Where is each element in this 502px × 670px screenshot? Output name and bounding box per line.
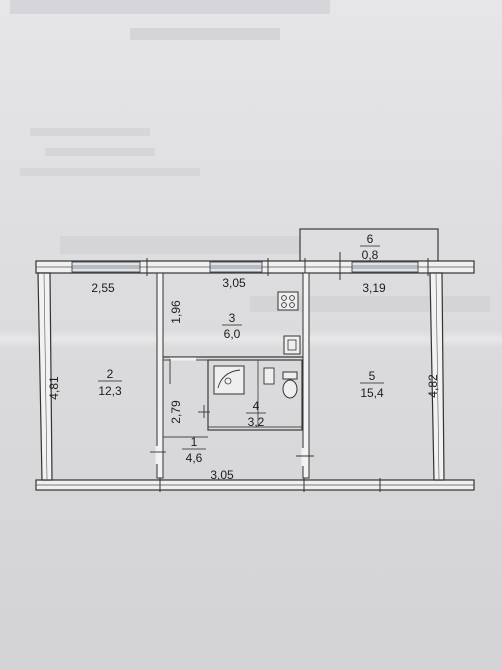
dim-left-height: 4,81 xyxy=(47,376,61,400)
dim-top-left: 2,55 xyxy=(91,281,115,295)
room-6-number: 6 xyxy=(367,232,374,246)
room-3-number: 3 xyxy=(229,311,236,325)
room-4-number: 4 xyxy=(253,399,260,413)
bleed-through-text xyxy=(10,0,490,312)
room-2-number: 2 xyxy=(107,367,114,381)
room-4-area: 3,2 xyxy=(248,415,265,429)
bottom-wall xyxy=(35,478,475,492)
doors xyxy=(150,357,314,466)
stove-icon xyxy=(277,291,299,311)
dim-top-middle: 3,05 xyxy=(222,276,246,290)
washbasin-icon xyxy=(263,367,275,385)
interior-partitions xyxy=(156,272,310,479)
room-6-area: 0,8 xyxy=(362,248,379,262)
room-2-area: 12,3 xyxy=(98,384,122,398)
room-1-area: 4,6 xyxy=(186,451,203,465)
dim-bottom: 3,05 xyxy=(210,468,234,482)
room-1-number: 1 xyxy=(191,435,198,449)
dim-top-right: 3,19 xyxy=(362,281,386,295)
shower-icon xyxy=(213,365,245,395)
room-5-number: 5 xyxy=(369,369,376,383)
dim-right-height: 4,82 xyxy=(426,374,440,398)
room-5-area: 15,4 xyxy=(360,386,384,400)
side-walls xyxy=(37,272,445,481)
labels: 6 0,8 2,55 3,05 3,19 1,96 3 6,0 4,81 2 1… xyxy=(47,232,440,482)
toilet-icon xyxy=(282,371,298,399)
sink-icon xyxy=(283,335,301,355)
top-wall xyxy=(35,252,475,280)
dim-hall-depth: 2,79 xyxy=(169,400,183,424)
dim-kitchen-depth: 1,96 xyxy=(169,300,183,324)
room-3-area: 6,0 xyxy=(224,327,241,341)
paper-fold xyxy=(0,330,502,348)
bathroom-outline xyxy=(207,359,303,431)
